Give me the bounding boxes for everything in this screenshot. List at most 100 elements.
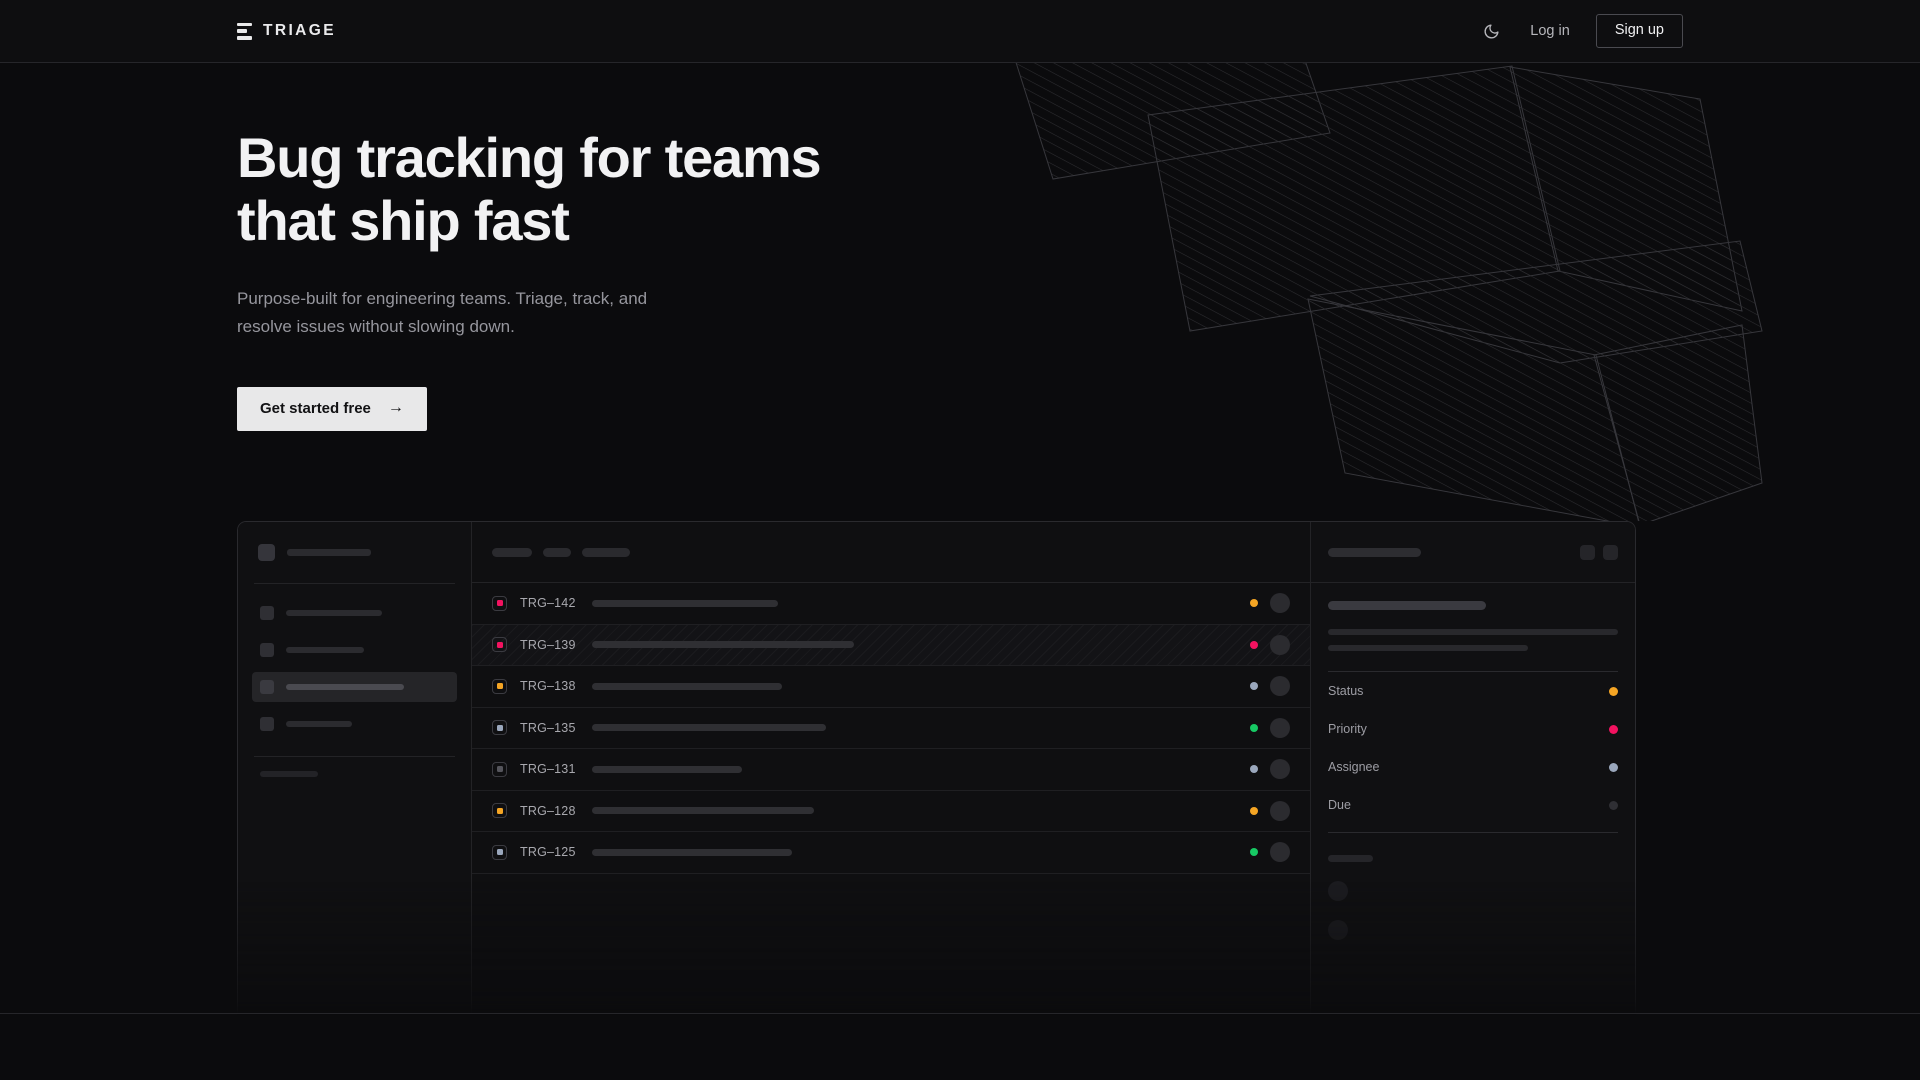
brand-logo[interactable]: TRIAGE: [237, 22, 336, 40]
issue-key: TRG–135: [520, 720, 576, 735]
priority-badge: [492, 844, 507, 860]
table-row[interactable]: TRG–142: [472, 583, 1310, 625]
arrow-right-icon: →: [387, 399, 404, 416]
avatar: [1270, 842, 1290, 863]
priority-badge: [492, 678, 507, 694]
hero-subtitle: Purpose-built for engineering teams. Tri…: [237, 285, 707, 340]
square-button-icon[interactable]: [1603, 544, 1618, 560]
priority-badge: [492, 803, 507, 819]
issue-key: TRG–138: [520, 679, 576, 694]
avatar: [1328, 920, 1348, 940]
mock-issue-list: TRG–142 TRG–139 TRG–138: [472, 522, 1310, 1014]
table-row[interactable]: TRG–131: [472, 749, 1310, 791]
table-row[interactable]: TRG–138: [472, 666, 1310, 708]
detail-panel-body: Status Priority Assignee Due: [1311, 583, 1635, 940]
issue-key: TRG–131: [520, 762, 576, 777]
stacked-bars-logo-icon: [237, 22, 252, 40]
subtitle-line-1: Purpose-built for engineering teams. Tri…: [237, 289, 648, 309]
sidebar-item-label: [286, 610, 382, 616]
priority-badge: [492, 761, 507, 777]
headline-line-1: Bug tracking for teams: [237, 126, 822, 189]
table-row[interactable]: TRG–139: [472, 624, 1310, 666]
page-title: Bug tracking for teams that ship fast: [237, 126, 957, 252]
sidebar-item-2[interactable]: [252, 635, 457, 665]
toolbar-filter-3[interactable]: [582, 547, 630, 557]
meta-label: Assignee: [1328, 760, 1380, 774]
sidebar-section-label: [260, 771, 318, 777]
priority-badge: [492, 595, 507, 611]
brand-name: TRIAGE: [263, 22, 336, 39]
detail-panel-header: [1311, 522, 1635, 583]
toolbar-filter-2[interactable]: [543, 547, 571, 557]
sidebar-item-label: [286, 684, 404, 690]
mock-detail-panel: Status Priority Assignee Due: [1310, 522, 1635, 1014]
avatar: [1270, 676, 1290, 697]
avatar: [1270, 800, 1290, 821]
detail-text-line: [1328, 629, 1618, 635]
issue-title-placeholder: [592, 641, 854, 649]
issue-title-placeholder: [592, 807, 814, 815]
sidebar-divider-bottom: [254, 756, 455, 757]
meta-row-priority[interactable]: Priority: [1328, 710, 1618, 748]
page-bottom-divider: [0, 1013, 1920, 1014]
status-badge: [1609, 724, 1618, 734]
hero-section: Bug tracking for teams that ship fast Pu…: [0, 63, 1920, 521]
cta-label: Get started free: [260, 400, 371, 417]
status-dot: [1250, 640, 1258, 649]
status-dot: [1250, 682, 1258, 691]
sidebar-item-1[interactable]: [252, 598, 457, 628]
mock-sidebar-header[interactable]: [252, 522, 457, 583]
signup-button[interactable]: Sign up: [1595, 14, 1683, 48]
moon-icon[interactable]: [1478, 18, 1504, 44]
subtitle-line-2: resolve issues without slowing down.: [237, 316, 515, 336]
detail-divider-bottom: [1328, 832, 1618, 833]
status-dot: [1250, 723, 1258, 732]
meta-label: Status: [1328, 684, 1364, 698]
sidebar-item-4[interactable]: [252, 709, 457, 739]
avatar: [1270, 593, 1290, 614]
detail-title-placeholder: [1328, 547, 1421, 557]
status-dot: [1250, 806, 1258, 815]
priority-badge: [492, 720, 507, 736]
avatar: [1270, 759, 1290, 780]
toolbar-filter-1[interactable]: [492, 547, 532, 557]
issue-key: TRG–142: [520, 596, 576, 611]
sidebar-item-3-active[interactable]: [252, 672, 457, 702]
sidebar-item-icon: [260, 680, 274, 694]
square-button-icon[interactable]: [1580, 544, 1595, 560]
issue-title-placeholder: [592, 848, 792, 856]
status-badge: [1609, 800, 1618, 810]
mock-sidebar-nav: [252, 584, 457, 756]
headline-line-2: that ship fast: [237, 188, 570, 252]
mock-sidebar-footer: [252, 757, 457, 777]
status-dot: [1250, 599, 1258, 608]
sidebar-divider-top: [254, 583, 455, 584]
detail-section-label: [1328, 855, 1373, 862]
issue-key: TRG–125: [520, 845, 576, 860]
issue-title-placeholder: [592, 765, 742, 773]
mock-workspace-icon: [258, 544, 275, 561]
sidebar-item-icon: [260, 606, 274, 620]
get-started-button[interactable]: Get started free →: [237, 386, 427, 431]
login-link[interactable]: Log in: [1530, 23, 1570, 39]
issue-key: TRG–139: [520, 637, 576, 652]
mock-list-toolbar: [472, 522, 1310, 583]
issue-key: TRG–128: [520, 803, 576, 818]
meta-row-due[interactable]: Due: [1328, 786, 1618, 824]
table-row[interactable]: TRG–125: [472, 832, 1310, 874]
detail-heading-placeholder: [1328, 601, 1486, 610]
status-badge: [1609, 762, 1618, 772]
avatar: [1328, 881, 1348, 901]
avatar: [1270, 717, 1290, 738]
avatar: [1270, 634, 1290, 655]
sidebar-item-icon: [260, 717, 274, 731]
table-row[interactable]: TRG–128: [472, 791, 1310, 832]
table-row[interactable]: TRG–135: [472, 708, 1310, 749]
sidebar-item-label: [286, 721, 352, 727]
meta-row-status[interactable]: Status: [1328, 672, 1618, 710]
mock-sidebar: [238, 522, 472, 1014]
meta-row-assignee[interactable]: Assignee: [1328, 748, 1618, 786]
status-dot: [1250, 848, 1258, 857]
issue-title-placeholder: [592, 724, 826, 732]
